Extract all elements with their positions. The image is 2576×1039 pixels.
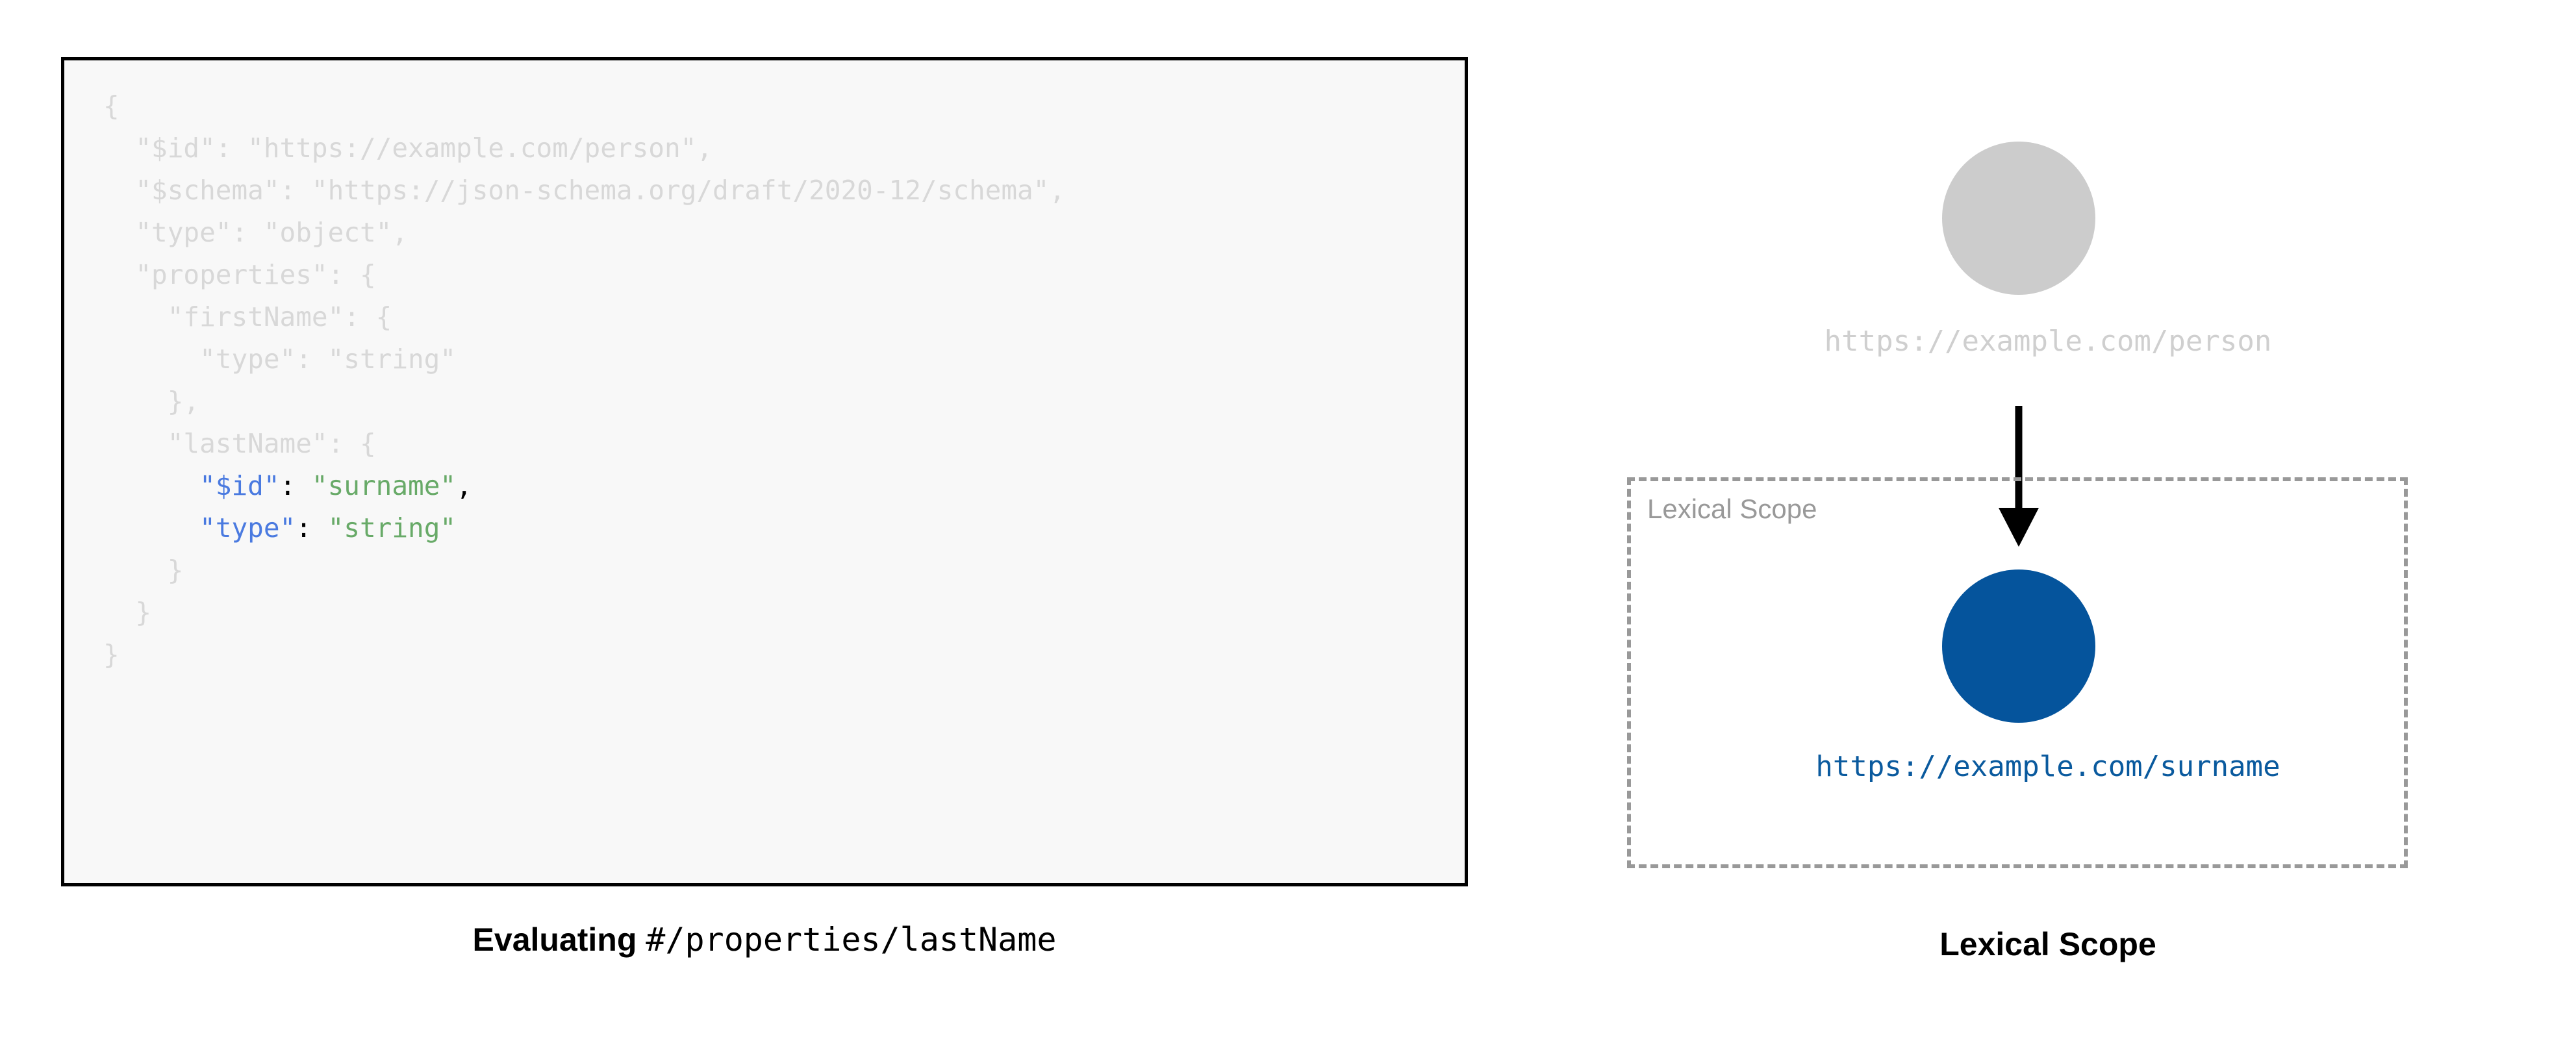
code-token: "type" — [199, 512, 296, 544]
code-line: "$schema": "https://json-schema.org/draf… — [103, 169, 1065, 212]
code-listing: { "$id": "https://example.com/person", "… — [103, 85, 1065, 676]
outer-schema-node-label: https://example.com/person — [1824, 325, 2272, 358]
code-line: } — [103, 549, 1065, 592]
code-token: } — [167, 555, 184, 586]
code-line: "lastName": { — [103, 423, 1065, 465]
code-line: }, — [103, 381, 1065, 423]
code-token: "surname" — [311, 470, 457, 501]
code-token: "$id" — [199, 470, 280, 501]
outer-schema-node-circle — [1942, 142, 2095, 295]
code-line: "$id": "https://example.com/person", — [103, 127, 1065, 169]
code-token: "$id": "https://example.com/person", — [135, 132, 713, 164]
code-line: { — [103, 85, 1065, 127]
code-token: } — [135, 597, 152, 628]
code-line: } — [103, 634, 1065, 676]
json-schema-code-block: { "$id": "https://example.com/person", "… — [61, 57, 1468, 886]
code-line: "firstName": { — [103, 296, 1065, 338]
code-token: : — [279, 470, 312, 501]
code-token: "string" — [327, 512, 457, 544]
code-token: "type": "string" — [199, 344, 457, 375]
lexical-scope-diagram-panel: https://example.com/person Lexical Scope… — [1520, 0, 2576, 1039]
lexical-scope-box-label: Lexical Scope — [1647, 494, 1817, 524]
code-token: } — [103, 639, 120, 670]
code-line: "type": "string" — [103, 507, 1065, 549]
down-arrow-icon — [1999, 406, 2039, 547]
inner-schema-node-label: https://example.com/surname — [1815, 750, 2280, 783]
code-line: "properties": { — [103, 254, 1065, 296]
code-token: "properties": { — [135, 259, 376, 290]
code-token: }, — [167, 386, 200, 417]
right-panel-caption: Lexical Scope — [1939, 926, 2156, 962]
code-token: "lastName": { — [167, 428, 376, 459]
code-line: "$id": "surname", — [103, 465, 1065, 507]
code-sample-panel: { "$id": "https://example.com/person", "… — [61, 57, 1468, 958]
code-token: { — [103, 90, 120, 121]
code-token: "$schema": "https://json-schema.org/draf… — [135, 175, 1066, 206]
left-panel-caption: Evaluating #/properties/lastName — [61, 921, 1468, 958]
code-token: : — [296, 512, 328, 544]
code-line: } — [103, 592, 1065, 634]
inner-schema-node-circle — [1942, 570, 2095, 723]
code-token: , — [456, 470, 472, 501]
caption-json-pointer: #/properties/lastName — [646, 921, 1057, 958]
lexical-scope-boundary-box — [1627, 477, 2408, 868]
code-line: "type": "object", — [103, 212, 1065, 254]
code-line: "type": "string" — [103, 338, 1065, 381]
code-token: "firstName": { — [167, 301, 392, 332]
caption-evaluating-label: Evaluating — [472, 921, 637, 958]
code-token: "type": "object", — [135, 217, 409, 248]
